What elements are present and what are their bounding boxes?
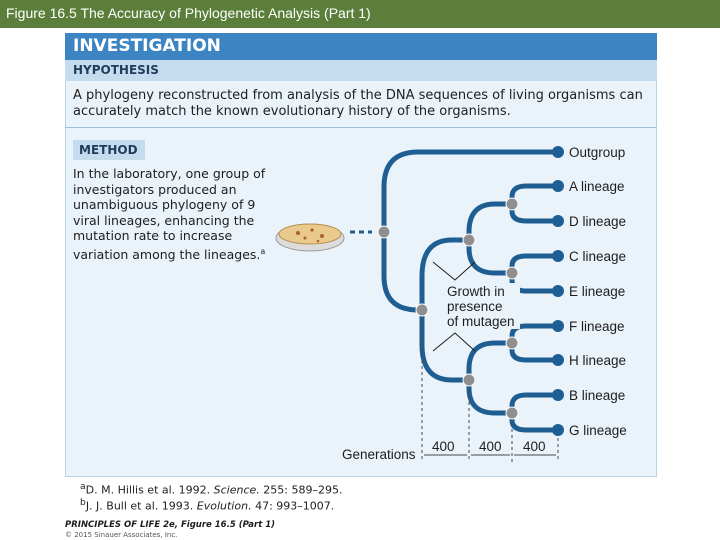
method-tag: METHOD bbox=[73, 140, 145, 160]
panel-header-label: INVESTIGATION bbox=[73, 36, 221, 56]
method-label: METHOD bbox=[79, 143, 138, 157]
leaf-nodes bbox=[552, 146, 564, 436]
petri-dish-icon bbox=[275, 223, 345, 252]
hypothesis-label: HYPOTHESIS bbox=[73, 63, 159, 77]
interval-label-2: 400 bbox=[479, 439, 502, 454]
footnote-a: aD. M. Hillis et al. 1992. Science. 255:… bbox=[80, 481, 343, 497]
title-bar: Figure 16.5 The Accuracy of Phylogenetic… bbox=[0, 0, 720, 28]
leaf-label-g: G lineage bbox=[569, 423, 627, 438]
interval-label-1: 400 bbox=[432, 439, 455, 454]
leaf-label-outgroup: Outgroup bbox=[569, 145, 625, 160]
method-body: In the laboratory, one group of investig… bbox=[73, 166, 266, 262]
section-divider bbox=[65, 127, 657, 128]
leaf-label-c: C lineage bbox=[569, 249, 626, 264]
method-footnote-mark: a bbox=[260, 246, 266, 256]
internal-nodes bbox=[377, 197, 519, 420]
copyright-line: © 2015 Sinauer Associates, Inc. bbox=[65, 531, 178, 539]
leaf-label-a: A lineage bbox=[569, 179, 625, 194]
tree-branches bbox=[381, 149, 560, 433]
leaf-label-d: D lineage bbox=[569, 214, 626, 229]
leaf-label-e: E lineage bbox=[569, 284, 625, 299]
figure-title: Figure 16.5 The Accuracy of Phylogenetic… bbox=[6, 5, 371, 21]
hypothesis-text: A phylogeny reconstructed from analysis … bbox=[73, 88, 643, 119]
growth-label-line1: Growth in bbox=[447, 284, 505, 299]
hypothesis-bar: HYPOTHESIS bbox=[65, 60, 657, 81]
leaf-label-h: H lineage bbox=[569, 353, 626, 368]
growth-label-line2: presence bbox=[447, 299, 503, 314]
generation-guides bbox=[421, 318, 559, 462]
footnote-b: bJ. J. Bull et al. 1993. Evolution. 47: … bbox=[80, 497, 335, 513]
generations-label: Generations bbox=[342, 447, 416, 462]
leaf-label-f: F lineage bbox=[569, 319, 625, 334]
credit-line: PRINCIPLES OF LIFE 2e, Figure 16.5 (Part… bbox=[65, 520, 276, 530]
leaf-label-b: B lineage bbox=[569, 388, 625, 403]
growth-label-line3: of mutagen bbox=[447, 314, 515, 329]
method-text: In the laboratory, one group of investig… bbox=[73, 166, 273, 262]
panel-header: INVESTIGATION bbox=[65, 33, 657, 60]
growth-label-bg bbox=[446, 283, 520, 329]
interval-label-3: 400 bbox=[523, 439, 546, 454]
growth-pointers bbox=[432, 261, 476, 352]
